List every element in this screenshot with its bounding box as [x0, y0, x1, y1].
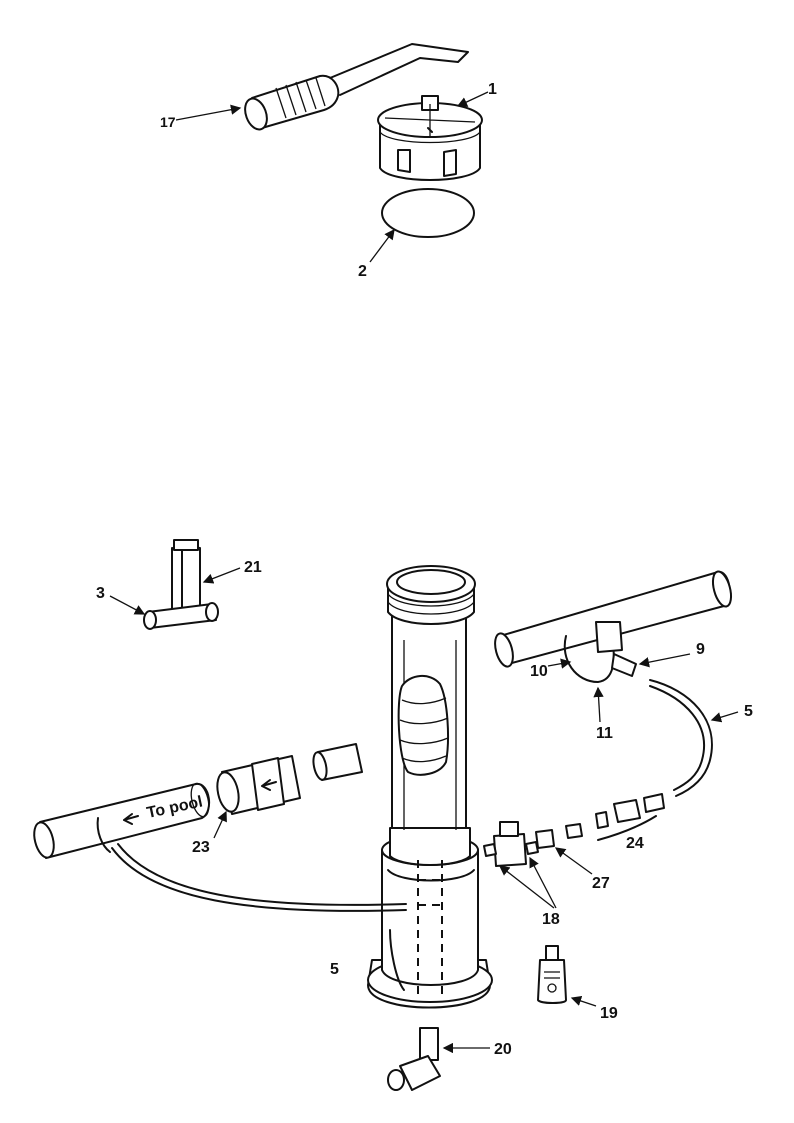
- callout-5-left: 5: [330, 961, 339, 978]
- test-bottle: [537, 945, 567, 1004]
- callout-21: 21: [244, 559, 262, 576]
- callout-11: 11: [596, 725, 613, 742]
- feed-tubing-right: [649, 679, 713, 797]
- callout-27: 27: [592, 875, 610, 892]
- flow-control-valve: [483, 821, 539, 867]
- lid-wrench-tool: [244, 43, 469, 131]
- callout-18: 18: [542, 911, 560, 928]
- o-ring: [381, 188, 475, 238]
- chlorinator-body: [367, 565, 493, 1009]
- drain-elbow: [387, 1027, 441, 1091]
- feed-tubing-left: [111, 847, 407, 912]
- callout-10: 10: [530, 663, 548, 680]
- callout-2: 2: [358, 263, 367, 280]
- check-valve-assembly: [143, 539, 219, 630]
- outlet-pipe: [33, 782, 211, 859]
- callout-24: 24: [626, 835, 644, 852]
- union-fitting: [216, 743, 363, 815]
- chlorinator-lid: [377, 95, 483, 181]
- callout-1: 1: [488, 81, 497, 98]
- callout-3: 3: [96, 585, 105, 602]
- callout-labels: 1 2 17 3 21 9 10 11 5 5 23 24 27 18 19 2…: [96, 81, 753, 1058]
- callout-23: 23: [192, 839, 210, 856]
- return-pipe-with-saddle: [494, 570, 733, 683]
- callout-5-right: 5: [744, 703, 753, 720]
- tube-fittings: [535, 793, 665, 849]
- callout-19: 19: [600, 1005, 618, 1022]
- callout-17: 17: [160, 114, 176, 130]
- callout-20: 20: [494, 1041, 512, 1058]
- leader-lines: [109, 91, 739, 1054]
- callout-9: 9: [696, 641, 705, 658]
